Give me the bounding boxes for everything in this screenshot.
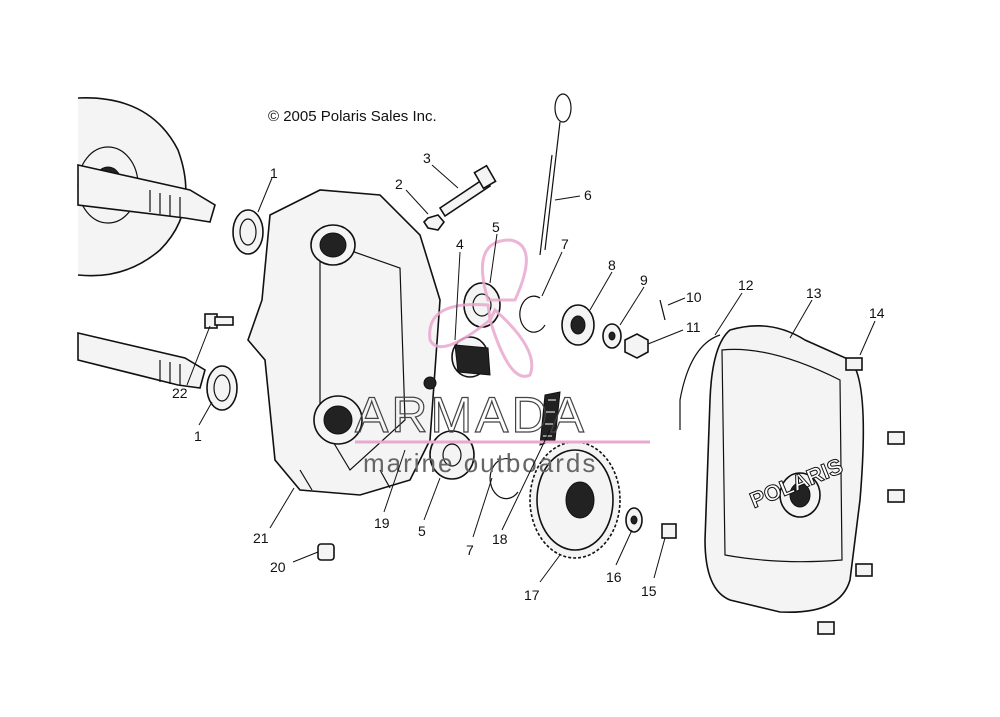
callout-3: 3: [423, 150, 431, 166]
watermark-brand: ARMADA: [355, 387, 587, 443]
nut-11: [624, 333, 649, 359]
callout-17: 17: [524, 587, 540, 603]
callout-19: 19: [374, 515, 390, 531]
washer-16: [625, 507, 643, 533]
callout-4: 4: [456, 236, 464, 252]
bolt-22: [204, 313, 234, 329]
callout-16: 16: [606, 569, 622, 585]
sprocket-8: [561, 304, 595, 346]
callout-18: 18: [492, 531, 508, 547]
callout-9: 9: [640, 272, 648, 288]
cover-bolts-14: [817, 357, 905, 635]
gear-17: [529, 441, 621, 559]
watermark-tagline: marine outboards: [363, 448, 597, 478]
copyright-notice: © 2005 Polaris Sales Inc.: [268, 108, 437, 125]
cotter-pin-10: [659, 299, 666, 321]
bolt-3: [438, 164, 497, 218]
callout-8: 8: [608, 257, 616, 273]
snap-ring-7-upper: [519, 295, 546, 333]
tensioner-4: [451, 336, 491, 378]
watermark: ARMADA marine outboards: [354, 238, 650, 478]
gasket-12: [679, 334, 721, 430]
upper-shaft: [77, 164, 216, 223]
callout-7-lower: 7: [466, 542, 474, 558]
callout-13: 13: [806, 285, 822, 301]
dipstick-6: [539, 93, 572, 256]
callout-12: 12: [738, 277, 754, 293]
seal-upper: [232, 209, 264, 255]
callout-10: 10: [686, 289, 702, 305]
callout-14: 14: [869, 305, 885, 321]
propeller-logo-icon: [428, 238, 534, 378]
leader-lines: [186, 164, 876, 583]
callout-22: 22: [172, 385, 188, 401]
seal-lower: [206, 365, 238, 411]
callout-6: 6: [584, 187, 592, 203]
callouts: 1 2 3 4 5 6 7 8 9 10 11 12 13 14 22 1 21…: [172, 150, 885, 603]
callout-20: 20: [270, 559, 286, 575]
callout-5-lower: 5: [418, 523, 426, 539]
callout-1-upper: 1: [270, 165, 278, 181]
chain-18: [539, 391, 561, 446]
callout-2: 2: [395, 176, 403, 192]
callout-21: 21: [253, 530, 269, 546]
cover-13: POLARIS: [704, 324, 865, 614]
lower-shaft: [77, 331, 206, 389]
chaincase-housing: [247, 189, 441, 496]
callout-15: 15: [641, 583, 657, 599]
callout-7-upper: 7: [561, 236, 569, 252]
callout-11: 11: [686, 319, 701, 335]
bolt-15: [661, 523, 677, 539]
nut-2: [422, 214, 446, 231]
washer-9: [602, 323, 622, 349]
callout-1-lower: 1: [194, 428, 202, 444]
plug-20: [317, 543, 335, 561]
callout-5-upper: 5: [492, 219, 500, 235]
